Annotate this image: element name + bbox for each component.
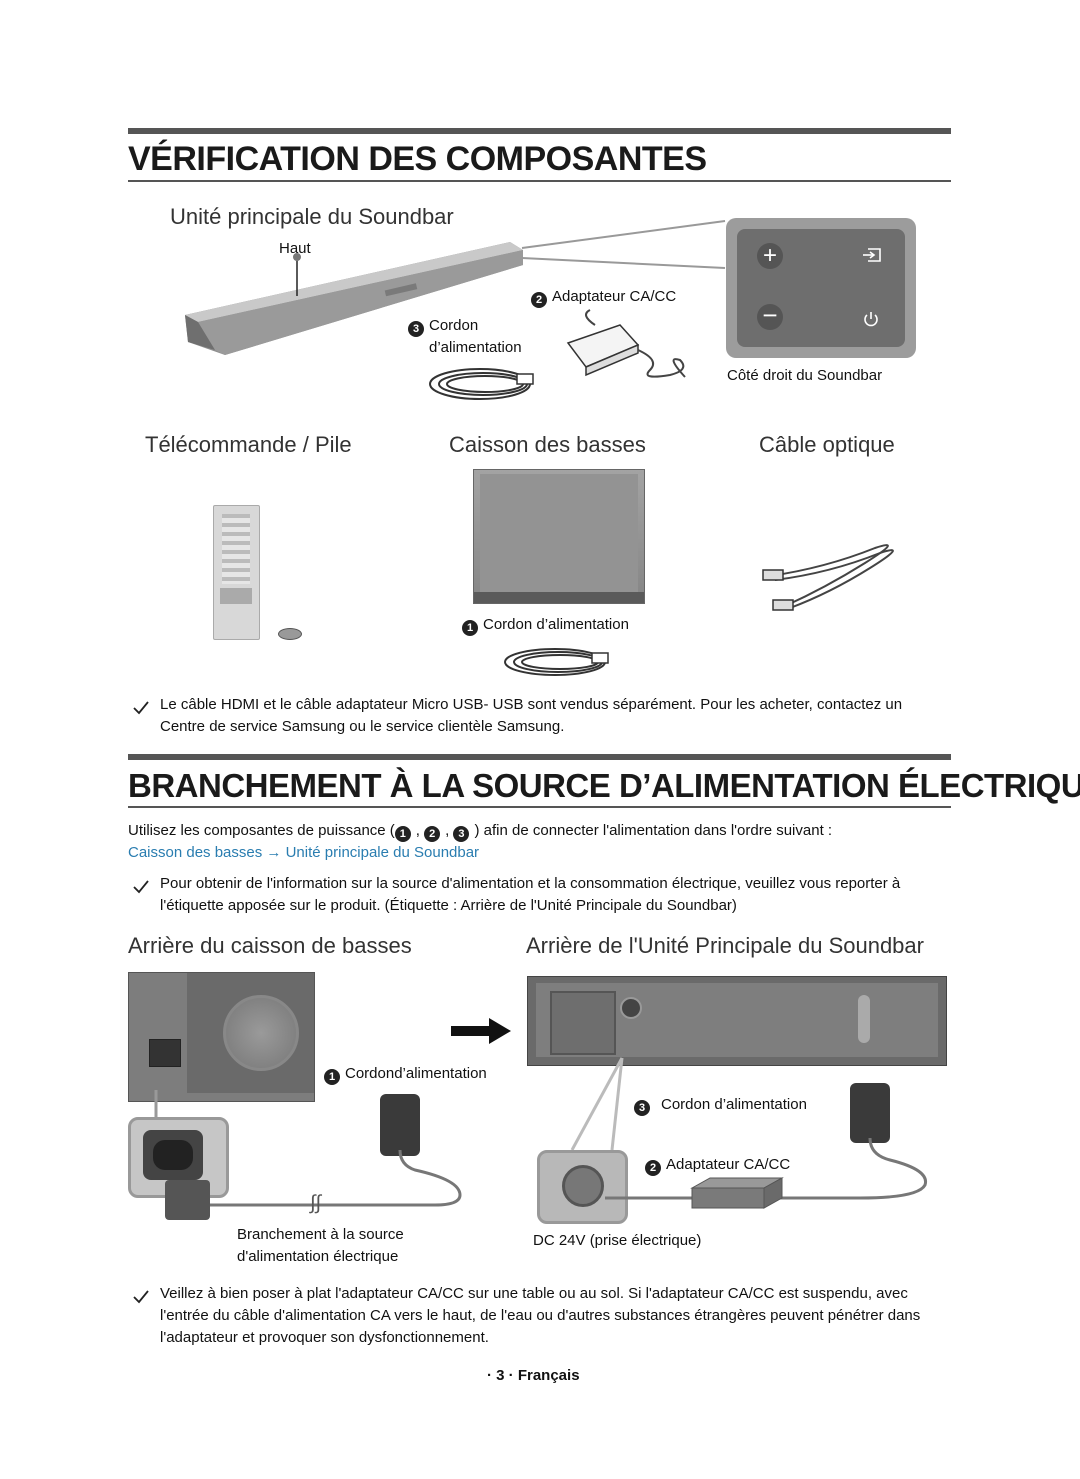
soundbar-image: [185, 242, 523, 355]
section-rule-top-2: [128, 754, 951, 760]
subwoofer-image: [473, 469, 645, 604]
dc-jack-zoom: [537, 1150, 628, 1224]
subwoofer-heading: Caisson des basses: [449, 432, 646, 457]
outlet-label-line2: d'alimentation électrique: [237, 1248, 399, 1265]
wall-outlet-2: [850, 1083, 890, 1143]
note-power-label: Pour obtenir de l'information sur la sou…: [160, 875, 901, 914]
adapter-box-image: [690, 1177, 784, 1209]
power-icon: [864, 312, 878, 327]
main-unit-heading: Unité principale du Soundbar: [170, 204, 454, 229]
cord-path-1: [210, 1149, 462, 1207]
plus-icon: +: [757, 243, 783, 269]
optical-cable-heading: Câble optique: [759, 432, 895, 457]
arrow-right-icon: [451, 1018, 511, 1044]
right-side-panel: + −: [737, 229, 905, 347]
remote-heading: Télécommande / Pile: [145, 432, 352, 457]
minus-icon: −: [757, 302, 783, 330]
cord-label-line2: d’alimentation: [429, 339, 522, 356]
checkmark-icon: [133, 701, 149, 715]
source-icon: [863, 248, 881, 262]
rear-soundbar-image: [527, 976, 947, 1066]
zoom-callout-lines: [154, 1090, 158, 1122]
zoom-callout-lines-2: [570, 1057, 624, 1151]
section-rule-top: [128, 128, 951, 134]
cord-break-symbol: ∫∫: [310, 1192, 321, 1214]
wall-outlet-1: [380, 1094, 420, 1156]
section-rule-bottom: [128, 180, 951, 182]
right-side-label: Côté droit du Soundbar: [727, 367, 883, 384]
subwoofer-power-cord-image: [504, 648, 609, 676]
rear-subwoofer-heading: Arrière du caisson de basses: [128, 933, 412, 958]
callout-lines: [521, 220, 726, 269]
note-hdmi-cable: Le câble HDMI et le câble adaptateur Mic…: [160, 696, 903, 735]
page-footer: · 3 · Français: [487, 1367, 580, 1384]
checkmark-icon: [133, 880, 149, 894]
power-cord-image: [429, 368, 534, 400]
dc-label: DC 24V (prise électrique): [533, 1232, 702, 1249]
warning-adapter: Veillez à bien poser à plat l'adaptateur…: [160, 1285, 921, 1346]
rear-main-unit-heading: Arrière de l'Unité Principale du Soundba…: [526, 933, 924, 958]
battery-image: [278, 628, 302, 640]
section-rule-bottom-2: [128, 806, 951, 808]
optical-cable-image: [762, 544, 894, 611]
power-order: Caisson des basses → Unité principale du…: [128, 844, 480, 861]
plug-image: [165, 1180, 210, 1220]
power-intro: Utilisez les composantes de puissance (1…: [128, 822, 833, 842]
checkmark-icon: [133, 1290, 149, 1304]
cord-path-2: [605, 1137, 928, 1200]
section-title-power: BRANCHEMENT À LA SOURCE D’ALIMENTATION É…: [128, 767, 1080, 804]
outlet-label-line1: Branchement à la source: [237, 1226, 404, 1243]
rear-subwoofer-image: [128, 972, 315, 1102]
section-title-verification: VÉRIFICATION DES COMPOSANTES: [128, 140, 707, 178]
ac-adapter-image: [566, 309, 686, 378]
remote-control-image: [213, 505, 260, 640]
haut-label: Haut: [279, 240, 311, 257]
